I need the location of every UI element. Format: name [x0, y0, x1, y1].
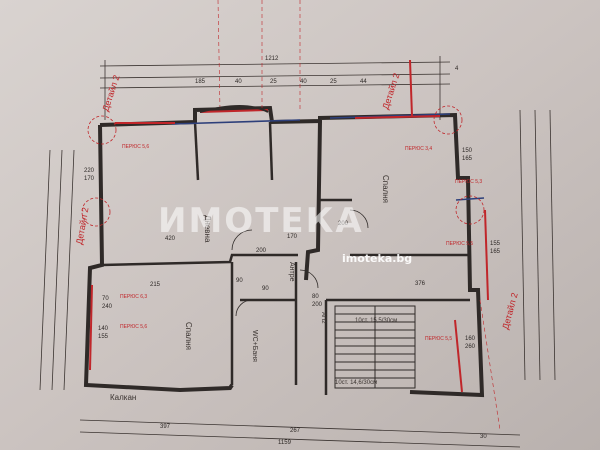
dimension-top: 44: [360, 79, 367, 85]
dimension-left: 170: [84, 176, 95, 182]
dimension-right: 155: [490, 241, 501, 247]
red-leader-lines: [217, 0, 501, 431]
top-dimension-lines: [99, 56, 451, 120]
dimension-top: 185: [195, 79, 206, 85]
dimension-interior: 170: [287, 234, 298, 240]
dimension-left: 155: [98, 334, 109, 340]
left-dimension-lines: [39, 149, 75, 391]
dimension-top: 40: [300, 79, 307, 85]
window-mark: ПЕРЮС 5,3: [455, 179, 482, 185]
dimension-interior: 200: [338, 221, 349, 227]
dimension-left: 220: [84, 168, 95, 174]
stair-label-upper: 10ст. 15,5/30см: [355, 318, 397, 324]
dimension-interior: 80: [312, 294, 319, 300]
room-label-balcony: Калкан: [110, 393, 136, 402]
dimension-interior: 90: [236, 278, 243, 284]
watermark-logo: ИМОТЕКА: [158, 201, 364, 241]
room-label-lobby: Антре: [288, 262, 295, 282]
dimension-left: 240: [102, 304, 113, 310]
stair-mark: АП2: [320, 312, 326, 324]
dimension-right: 165: [490, 249, 501, 255]
dimension-bottom: 30: [480, 434, 487, 440]
dimension-top: 25: [330, 79, 337, 85]
dimension-total-width: 1212: [265, 56, 279, 62]
dimension-top: 40: [235, 79, 242, 85]
dimension-interior: 376: [415, 281, 426, 287]
window-mark: ПЕРЮС 6,3: [120, 294, 147, 300]
dimension-right: 160: [465, 336, 476, 342]
watermark-url: imoteka.bg: [342, 252, 412, 265]
dimension-bottom: 397: [160, 424, 171, 430]
dimension-left: 140: [98, 326, 109, 332]
stair-label-lower: 10ст. 14,6/30см: [335, 380, 377, 386]
door-swings: [231, 209, 369, 317]
dimension-right: 260: [465, 344, 476, 350]
bottom-dimension-lines: [79, 419, 521, 448]
room-label-bathroom: WC+Баня: [251, 330, 258, 362]
window-mark: ПЕРЮС 5,6: [120, 324, 147, 330]
dimension-interior: 215: [150, 282, 161, 288]
window-mark: ПЕРЮС 5,6: [122, 144, 149, 150]
watermark: ИМОТЕКА imoteka.bg: [158, 201, 412, 265]
dimension-interior: 200: [312, 302, 323, 308]
dimension-top: 25: [270, 79, 277, 85]
dimension-left: 70: [102, 296, 109, 302]
window-mark: ПЕРЮС 5,5: [425, 336, 452, 342]
dimension-right: 150: [462, 148, 473, 154]
window-mark: ПЕРЮС 3,4: [405, 146, 432, 152]
room-label-bedroom-top: Спалня: [381, 175, 390, 203]
right-dimension-lines: [519, 109, 556, 381]
dimension-bottom: 267: [290, 428, 301, 434]
dimension-interior: 200: [256, 248, 267, 254]
curved-wall: [199, 105, 269, 113]
red-window-lines: [89, 59, 489, 393]
dimension-bottom-total: 1159: [278, 440, 292, 446]
dimension-right: 165: [462, 156, 473, 162]
room-label-living: Дневна: [203, 215, 212, 243]
detail-circles: [81, 105, 485, 227]
staircase: [334, 305, 416, 389]
inner-walls: [101, 121, 470, 395]
dimension-interior: 420: [165, 236, 176, 242]
window-mark: ПЕРЮС 5,5: [446, 241, 473, 247]
dimension-interior: 90: [262, 286, 269, 292]
room-label-bedroom-left: Спалня: [184, 322, 193, 350]
dimension-top: 4: [455, 66, 459, 72]
